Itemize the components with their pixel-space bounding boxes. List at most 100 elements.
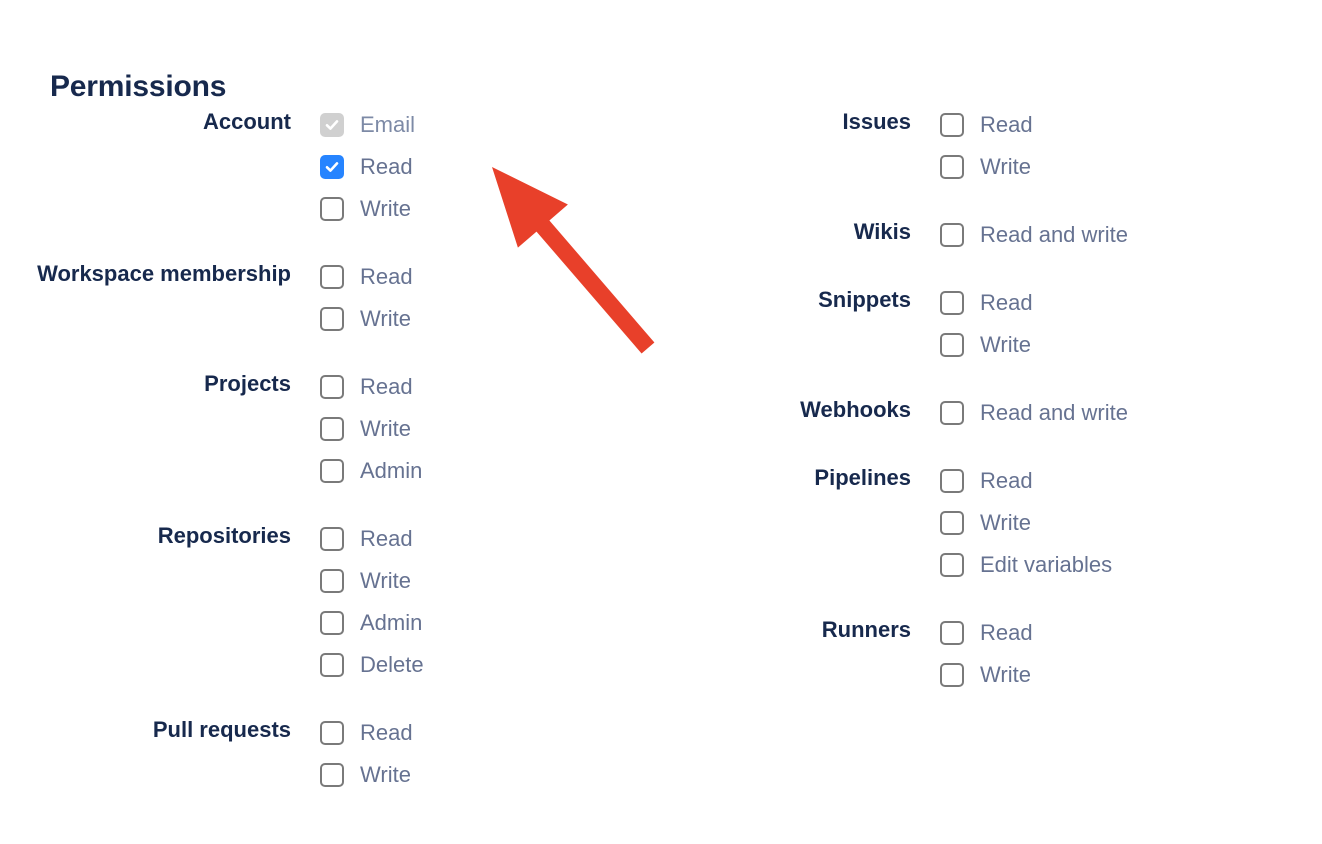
repositories-delete-label[interactable]: Delete: [360, 652, 424, 677]
repositories-read-label[interactable]: Read: [360, 526, 413, 551]
permission-option-row: Write: [940, 502, 1320, 544]
repositories-write-label[interactable]: Write: [360, 568, 411, 593]
permission-option-row: Admin: [320, 602, 660, 644]
permission-group-wikis: Wikis Read and write: [660, 214, 1320, 256]
permission-option-row: Read: [940, 460, 1320, 502]
pipelines-write-label[interactable]: Write: [980, 510, 1031, 535]
pipelines-write-checkbox[interactable]: [940, 511, 964, 535]
pipelines-read-checkbox[interactable]: [940, 469, 964, 493]
runners-write-checkbox[interactable]: [940, 663, 964, 687]
workspace-membership-read-checkbox[interactable]: [320, 265, 344, 289]
permission-group-label: Runners: [821, 617, 911, 642]
projects-write-checkbox[interactable]: [320, 417, 344, 441]
permission-group-label: Repositories: [157, 523, 291, 548]
check-icon: [325, 162, 339, 172]
permission-option-row: Write: [940, 324, 1320, 366]
pipelines-edit-variables-checkbox[interactable]: [940, 553, 964, 577]
permission-group-label: Wikis: [853, 219, 911, 244]
repositories-admin-label[interactable]: Admin: [360, 610, 423, 635]
projects-write-label[interactable]: Write: [360, 416, 411, 441]
projects-read-label[interactable]: Read: [360, 374, 413, 399]
permission-group-label: Pull requests: [152, 717, 291, 742]
pipelines-edit-variables-label[interactable]: Edit variables: [980, 552, 1113, 577]
workspace-membership-write-label[interactable]: Write: [360, 306, 411, 331]
wikis-read-and-write-checkbox[interactable]: [940, 223, 964, 247]
issues-write-checkbox[interactable]: [940, 155, 964, 179]
permission-option-row: Write: [320, 298, 660, 340]
permission-option-row: Read: [320, 518, 660, 560]
workspace-membership-read-label[interactable]: Read: [360, 264, 413, 289]
permission-option-row: Delete: [320, 644, 660, 686]
permission-option-row: Read: [940, 282, 1320, 324]
pull-requests-read-checkbox[interactable]: [320, 721, 344, 745]
repositories-read-checkbox[interactable]: [320, 527, 344, 551]
permission-option-row: Read: [320, 146, 660, 188]
permission-option-row: Read: [320, 712, 660, 754]
permission-option-row: Write: [320, 188, 660, 230]
permission-option-list: Read and write: [911, 392, 1320, 434]
webhooks-read-and-write-checkbox[interactable]: [940, 401, 964, 425]
permission-option-row: Edit variables: [940, 544, 1320, 586]
account-email-label[interactable]: Email: [360, 112, 416, 137]
projects-read-checkbox[interactable]: [320, 375, 344, 399]
permission-option-row: Write: [940, 146, 1320, 188]
permission-group-label: Account: [203, 109, 291, 134]
snippets-write-label[interactable]: Write: [980, 332, 1031, 357]
pull-requests-read-label[interactable]: Read: [360, 720, 413, 745]
snippets-read-label[interactable]: Read: [980, 290, 1033, 315]
account-write-checkbox[interactable]: [320, 197, 344, 221]
permission-option-row: Email: [320, 104, 660, 146]
pipelines-read-label[interactable]: Read: [980, 468, 1033, 493]
permission-option-list: Read and write: [911, 214, 1320, 256]
workspace-membership-write-checkbox[interactable]: [320, 307, 344, 331]
wikis-read-and-write-label[interactable]: Read and write: [980, 222, 1128, 247]
permission-option-row: Read: [940, 104, 1320, 146]
runners-read-checkbox[interactable]: [940, 621, 964, 645]
projects-admin-label[interactable]: Admin: [360, 458, 423, 483]
projects-admin-checkbox[interactable]: [320, 459, 344, 483]
permission-group-label: Snippets: [818, 287, 911, 312]
page-title: Permissions: [50, 70, 227, 104]
permission-option-row: Read: [320, 256, 660, 298]
runners-write-label[interactable]: Write: [980, 662, 1031, 687]
issues-read-label[interactable]: Read: [980, 112, 1033, 137]
snippets-read-checkbox[interactable]: [940, 291, 964, 315]
repositories-write-checkbox[interactable]: [320, 569, 344, 593]
account-read-checkbox[interactable]: [320, 155, 344, 179]
pull-requests-write-checkbox[interactable]: [320, 763, 344, 787]
permission-option-row: Write: [320, 754, 660, 796]
repositories-admin-checkbox[interactable]: [320, 611, 344, 635]
permission-option-row: Read: [940, 612, 1320, 654]
permission-option-row: Write: [320, 408, 660, 450]
permission-group-label: Workspace membership: [37, 261, 291, 286]
account-write-label[interactable]: Write: [360, 196, 411, 221]
check-icon: [325, 120, 339, 130]
snippets-write-checkbox[interactable]: [940, 333, 964, 357]
repositories-delete-checkbox[interactable]: [320, 653, 344, 677]
issues-read-checkbox[interactable]: [940, 113, 964, 137]
issues-write-label[interactable]: Write: [980, 154, 1031, 179]
permission-option-row: Read and write: [940, 214, 1320, 256]
webhooks-read-and-write-label[interactable]: Read and write: [980, 400, 1128, 425]
pull-requests-write-label[interactable]: Write: [360, 762, 411, 787]
permission-option-row: Write: [940, 654, 1320, 696]
account-email-checkbox: [320, 113, 344, 137]
account-read-label[interactable]: Read: [360, 154, 413, 179]
runners-read-label[interactable]: Read: [980, 620, 1033, 645]
